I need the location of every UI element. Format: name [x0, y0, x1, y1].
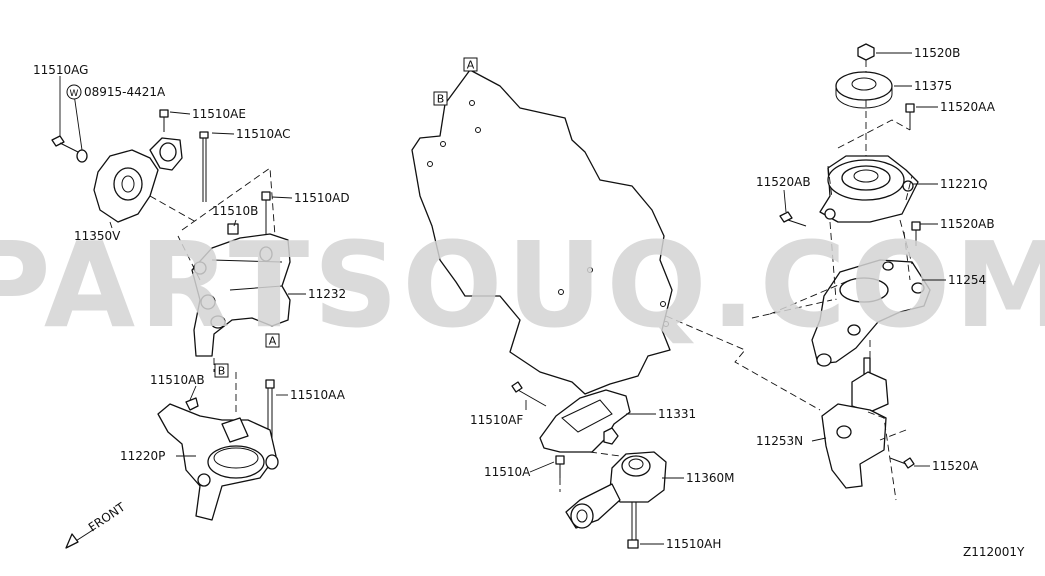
engine-bolt-hole	[427, 161, 433, 167]
label-11510ae: 11510AE	[192, 107, 246, 121]
diagram-code: Z112001Y	[963, 545, 1025, 559]
label-11253n: 11253N	[756, 434, 803, 448]
engine-outline	[411, 69, 821, 411]
front-direction-arrow	[65, 527, 97, 549]
label-11510ab: 11510AB	[150, 373, 205, 387]
mount-11331-11360m	[511, 381, 667, 549]
label-11350v: 11350V	[74, 229, 121, 243]
label-11510af: 11510AF	[470, 413, 523, 427]
svg-text:A: A	[467, 59, 475, 72]
label-08915-4421a: 08915-4421A	[84, 85, 166, 99]
leader-lines	[59, 52, 946, 545]
ref-marker-b-left: B	[214, 363, 229, 378]
label-11520b: 11520B	[914, 46, 960, 60]
label-11510ah: 11510AH	[666, 537, 721, 551]
svg-text:B: B	[437, 93, 445, 106]
label-11520aa: 11520AA	[940, 100, 996, 114]
front-label: FRONT	[86, 500, 128, 535]
washer-symbol-icon	[66, 84, 82, 100]
label-11520ab-right: 11520AB	[940, 217, 995, 231]
label-11254: 11254	[948, 273, 986, 287]
ref-marker-a-left: A	[265, 333, 280, 348]
engine-bolt-hole	[660, 301, 666, 307]
label-11520ab-left: 11520AB	[756, 175, 811, 189]
engine-bolt-hole	[587, 267, 593, 273]
svg-text:B: B	[218, 365, 226, 378]
label-11510a: 11510A	[484, 465, 531, 479]
engine-bolt-hole	[469, 100, 475, 106]
svg-text:A: A	[269, 335, 277, 348]
engine-bolt-hole	[558, 289, 564, 295]
bracket-11232	[177, 131, 291, 357]
label-11331: 11331	[658, 407, 696, 421]
label-11360m: 11360M	[686, 471, 735, 485]
label-11232: 11232	[308, 287, 346, 301]
engine-bolt-hole	[475, 127, 481, 133]
label-11520a: 11520A	[932, 459, 979, 473]
washer-symbol-icon: W	[70, 89, 79, 99]
label-11510ag: 11510AG	[33, 63, 88, 77]
ref-marker-b-top: B	[433, 91, 448, 106]
ref-marker-a-top: A	[463, 57, 478, 72]
mount-11220p	[157, 358, 279, 521]
label-11510b: 11510B	[212, 204, 258, 218]
engine-bolt-hole	[663, 321, 669, 327]
part-labels: 11510AG W 08915-4421A 11510AE 11510AC 11…	[33, 46, 1025, 559]
engine-bolt-hole	[440, 141, 446, 147]
label-11510ad: 11510AD	[294, 191, 350, 205]
watermark: PARTSOUQ.COM	[0, 216, 1045, 354]
mount-11350v	[51, 109, 197, 223]
label-11510ac: 11510AC	[236, 127, 291, 141]
label-11510aa: 11510AA	[290, 388, 346, 402]
label-11221q: 11221Q	[940, 177, 988, 191]
mount-11221q-11254-11253n	[751, 43, 931, 501]
label-11220p: 11220P	[120, 449, 165, 463]
label-11375: 11375	[914, 79, 952, 93]
